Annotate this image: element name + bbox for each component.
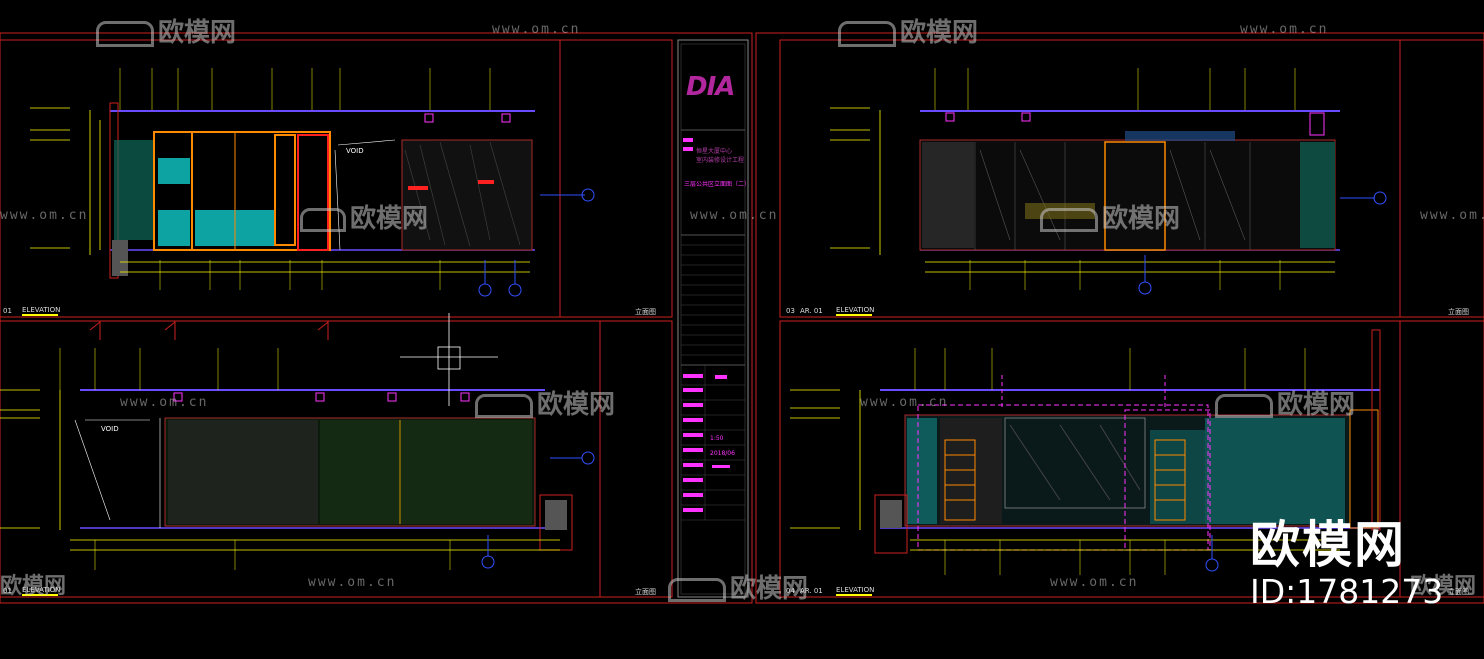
panel-cn-title: 立面图 xyxy=(635,308,656,316)
watermark-url: www.om.cn xyxy=(308,575,397,590)
panel-title-bars xyxy=(22,314,872,596)
elevation-panel-1[interactable] xyxy=(30,68,595,297)
drawing-date: 2018/06 xyxy=(710,450,735,457)
watermark-id: ID:1781273 xyxy=(1250,572,1444,611)
panel-number: 03 xyxy=(786,307,795,315)
panel-number: 01 xyxy=(3,587,12,595)
panel-code: AR. 01 xyxy=(800,307,823,315)
panel-title: ELEVATION xyxy=(22,306,61,314)
void-label: VOID xyxy=(101,425,119,433)
watermark-url: www.om.cn xyxy=(860,395,949,410)
drawing-scale: 1:50 xyxy=(710,435,724,442)
title-block-frame xyxy=(677,39,749,598)
elevation-panel-3[interactable] xyxy=(830,68,1387,295)
panel-title: ELEVATION xyxy=(22,586,61,594)
elevation-panel-4[interactable] xyxy=(790,329,1381,575)
project-name: 恒星大厦中心 xyxy=(696,148,733,155)
watermark-url: www.om.cn xyxy=(492,22,581,37)
watermark-url: www.om.cn xyxy=(1240,22,1329,37)
watermark-url: www.om.cn xyxy=(1050,575,1139,590)
panel-number: 01 xyxy=(3,307,12,315)
watermark-url: www.om.cn xyxy=(690,208,779,223)
elevation-panel-2[interactable] xyxy=(0,313,595,570)
watermark-url: www.om.cn xyxy=(120,395,209,410)
void-label: VOID xyxy=(346,147,364,155)
firm-logo: DIA xyxy=(686,72,735,102)
drawing-name: 三层公共区立面图（二） xyxy=(684,181,751,188)
panel-cn-title: 立面图 xyxy=(1448,308,1469,316)
panel-code: AR. 01 xyxy=(800,587,823,595)
watermark-url: www.om.cn xyxy=(1420,208,1484,223)
project-subtitle: 室内装修设计工程 xyxy=(696,157,745,164)
panel-cn-title: 立面图 xyxy=(1448,588,1469,596)
crosshair-cursor-icon xyxy=(400,313,498,406)
sheet-frames xyxy=(0,32,1484,604)
panel-title: ELEVATION xyxy=(836,586,875,594)
big-watermark-brand: 欧模网 xyxy=(1250,516,1406,574)
watermark-url: www.om.cn xyxy=(0,208,89,223)
panel-cn-title: 立面图 xyxy=(635,588,656,596)
panel-number: 04 xyxy=(786,587,795,595)
panel-title: ELEVATION xyxy=(836,306,875,314)
